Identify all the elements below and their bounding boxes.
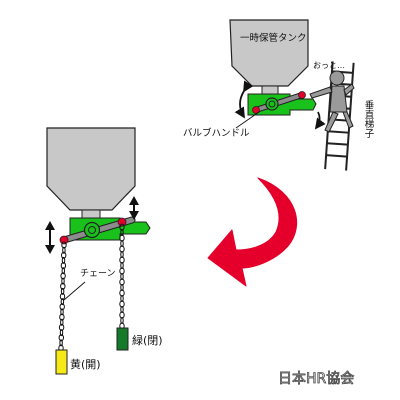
chain-link [59,293,66,300]
tank-label-top: 一時保管タンク [240,32,307,44]
chain-yellow-side [58,241,67,352]
chain-link [59,339,63,347]
chain-link [60,308,64,316]
chain-link [61,256,66,264]
chain-link [59,329,64,337]
pull-green [116,327,129,351]
worker-figure-icon [309,70,355,133]
chain-link [61,277,65,285]
chain-link [58,334,64,342]
pivot-dot-lower-right [117,217,127,227]
pull-yellow [55,349,68,375]
chain-link [59,313,65,321]
chain-link [62,246,66,254]
tank-outlet-lower [81,209,101,219]
chain-link [58,323,65,331]
updown-arrow-right [129,196,139,220]
chain-label: チェーン [80,268,116,279]
exclaim-label: おっと… [313,61,345,70]
pivot-dot-lower-left [59,235,69,245]
valve-hub-top [265,97,279,111]
chain-leader [63,281,86,301]
ladder-label: 垂直梯子 [363,99,375,138]
rotation-arrow-right [314,111,326,130]
tank-lower [46,127,136,211]
valve-handle-leader [235,111,260,129]
chain-link [61,251,67,259]
chain-link [59,303,65,311]
chain-link [60,318,64,326]
scene-worker-on-ladder: 一時保管タンク バルブハンドル [183,19,375,171]
chain-link [60,282,66,290]
chain-link [60,287,65,295]
yellow-open-label: 黄(開) [70,357,101,371]
chain-link [61,241,67,249]
chain-link [60,272,66,280]
logo-text: 日本HR協会 [278,371,354,387]
curved-red-arrow-icon [207,177,298,287]
chain-link [60,262,67,270]
rotation-arrow-left [234,80,254,119]
tank-outlet [261,85,279,95]
valve-hub-lower [83,221,101,239]
tank-upper [229,19,309,87]
valve-handle-label: バルブハンドル [183,127,250,139]
chain-green-side [119,223,125,330]
pivot-dot-top-right [298,91,306,99]
chain-link [60,298,65,306]
chain-link [61,267,65,275]
green-closed-label: 緑(閉) [132,333,163,347]
updown-arrow-left [45,221,55,254]
scene-chain-operation: チェーン 緑(閉) 黄(開) [45,127,163,375]
